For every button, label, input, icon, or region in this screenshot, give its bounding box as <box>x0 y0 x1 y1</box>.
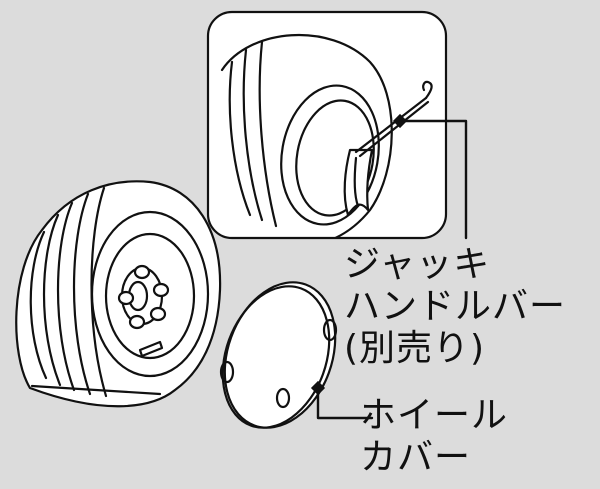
rim-inner <box>104 232 196 360</box>
wheel-cover-hole <box>275 387 291 409</box>
jack-handle-bar <box>354 96 428 154</box>
inset-tread-groove <box>228 60 252 217</box>
jack-handle-hook <box>422 80 433 100</box>
tread-groove <box>72 192 92 396</box>
inset-tire-outline <box>220 34 393 237</box>
wheel-cover-disc <box>223 281 337 429</box>
jack-handle-label-line2: ハンドルバー <box>344 286 567 327</box>
wheel-cover-label-line1: ホイール <box>360 395 509 436</box>
spare-tire <box>15 180 222 408</box>
wheel-cover-hole <box>322 318 338 342</box>
jack-handle-bar <box>358 100 430 158</box>
tire-base <box>30 384 162 396</box>
leader-line-wheel <box>316 386 374 420</box>
tread-groove <box>56 201 76 392</box>
leader-marker-jack <box>392 113 408 129</box>
inset-rim-inner <box>295 99 375 217</box>
lug-nut <box>149 306 167 322</box>
inset-tread-groove <box>242 48 264 222</box>
inset-tread-groove <box>258 40 278 228</box>
inset-rim <box>280 84 380 226</box>
wheel-cover-hole <box>219 360 235 384</box>
inset-panel <box>206 10 448 240</box>
rim-outer <box>90 210 210 378</box>
leader-marker-wheel <box>310 380 326 396</box>
tread-groove <box>29 230 48 380</box>
lug-nut <box>128 314 146 330</box>
lug-nut <box>133 264 151 280</box>
wheel-cover-label-line2: カバー <box>360 437 472 478</box>
lug-nut <box>152 282 170 298</box>
jack-handle-label-line1: ジャッキ <box>344 244 491 285</box>
jack-handle-label-line3: (別売り) <box>344 328 486 369</box>
leader-line-jack <box>398 119 468 240</box>
valve-stem <box>138 340 164 358</box>
lug-nut <box>117 290 135 306</box>
wheel-cover-edge <box>221 285 331 429</box>
wheel-cover <box>219 281 338 429</box>
cloth-fold <box>353 156 360 208</box>
tread-groove <box>42 213 62 387</box>
wheel-cover-label: ホイール カバー <box>360 395 508 479</box>
jack-handle-label: ジャッキ ハンドルバー (別売り) <box>344 244 566 370</box>
